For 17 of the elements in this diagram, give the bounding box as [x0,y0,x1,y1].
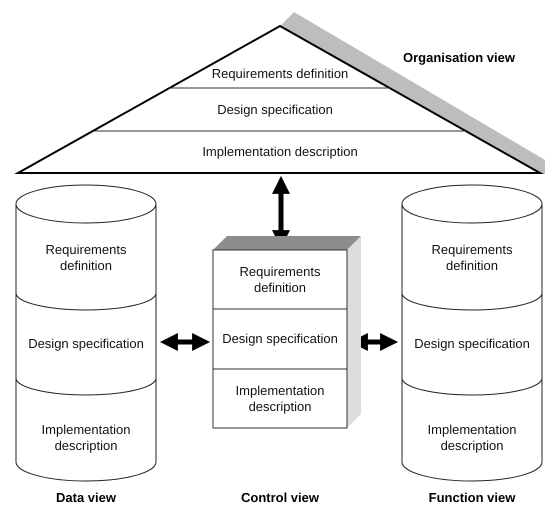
view-title: Function view [428,490,516,505]
double-arrow [160,333,210,351]
layer-label: Requirements definition [430,242,514,274]
layer-label: Requirements definition [238,264,322,296]
layer-label: Requirements definition [212,66,348,82]
view-title: Organisation view [403,50,515,65]
layer-label: Implementation description [40,422,132,454]
layer-label: Implementation description [426,422,518,454]
layer-label: Design specification [28,336,144,352]
layer-label: Design specification [414,336,530,352]
layer-label: Design specification [217,102,333,118]
layer-label: Implementation description [234,382,326,414]
view-title: Control view [240,490,320,505]
layer-label: Implementation description [202,144,358,160]
layer-label: Requirements definition [44,242,128,274]
layer-label: Design specification [222,331,338,347]
view-title: Data view [55,490,117,505]
